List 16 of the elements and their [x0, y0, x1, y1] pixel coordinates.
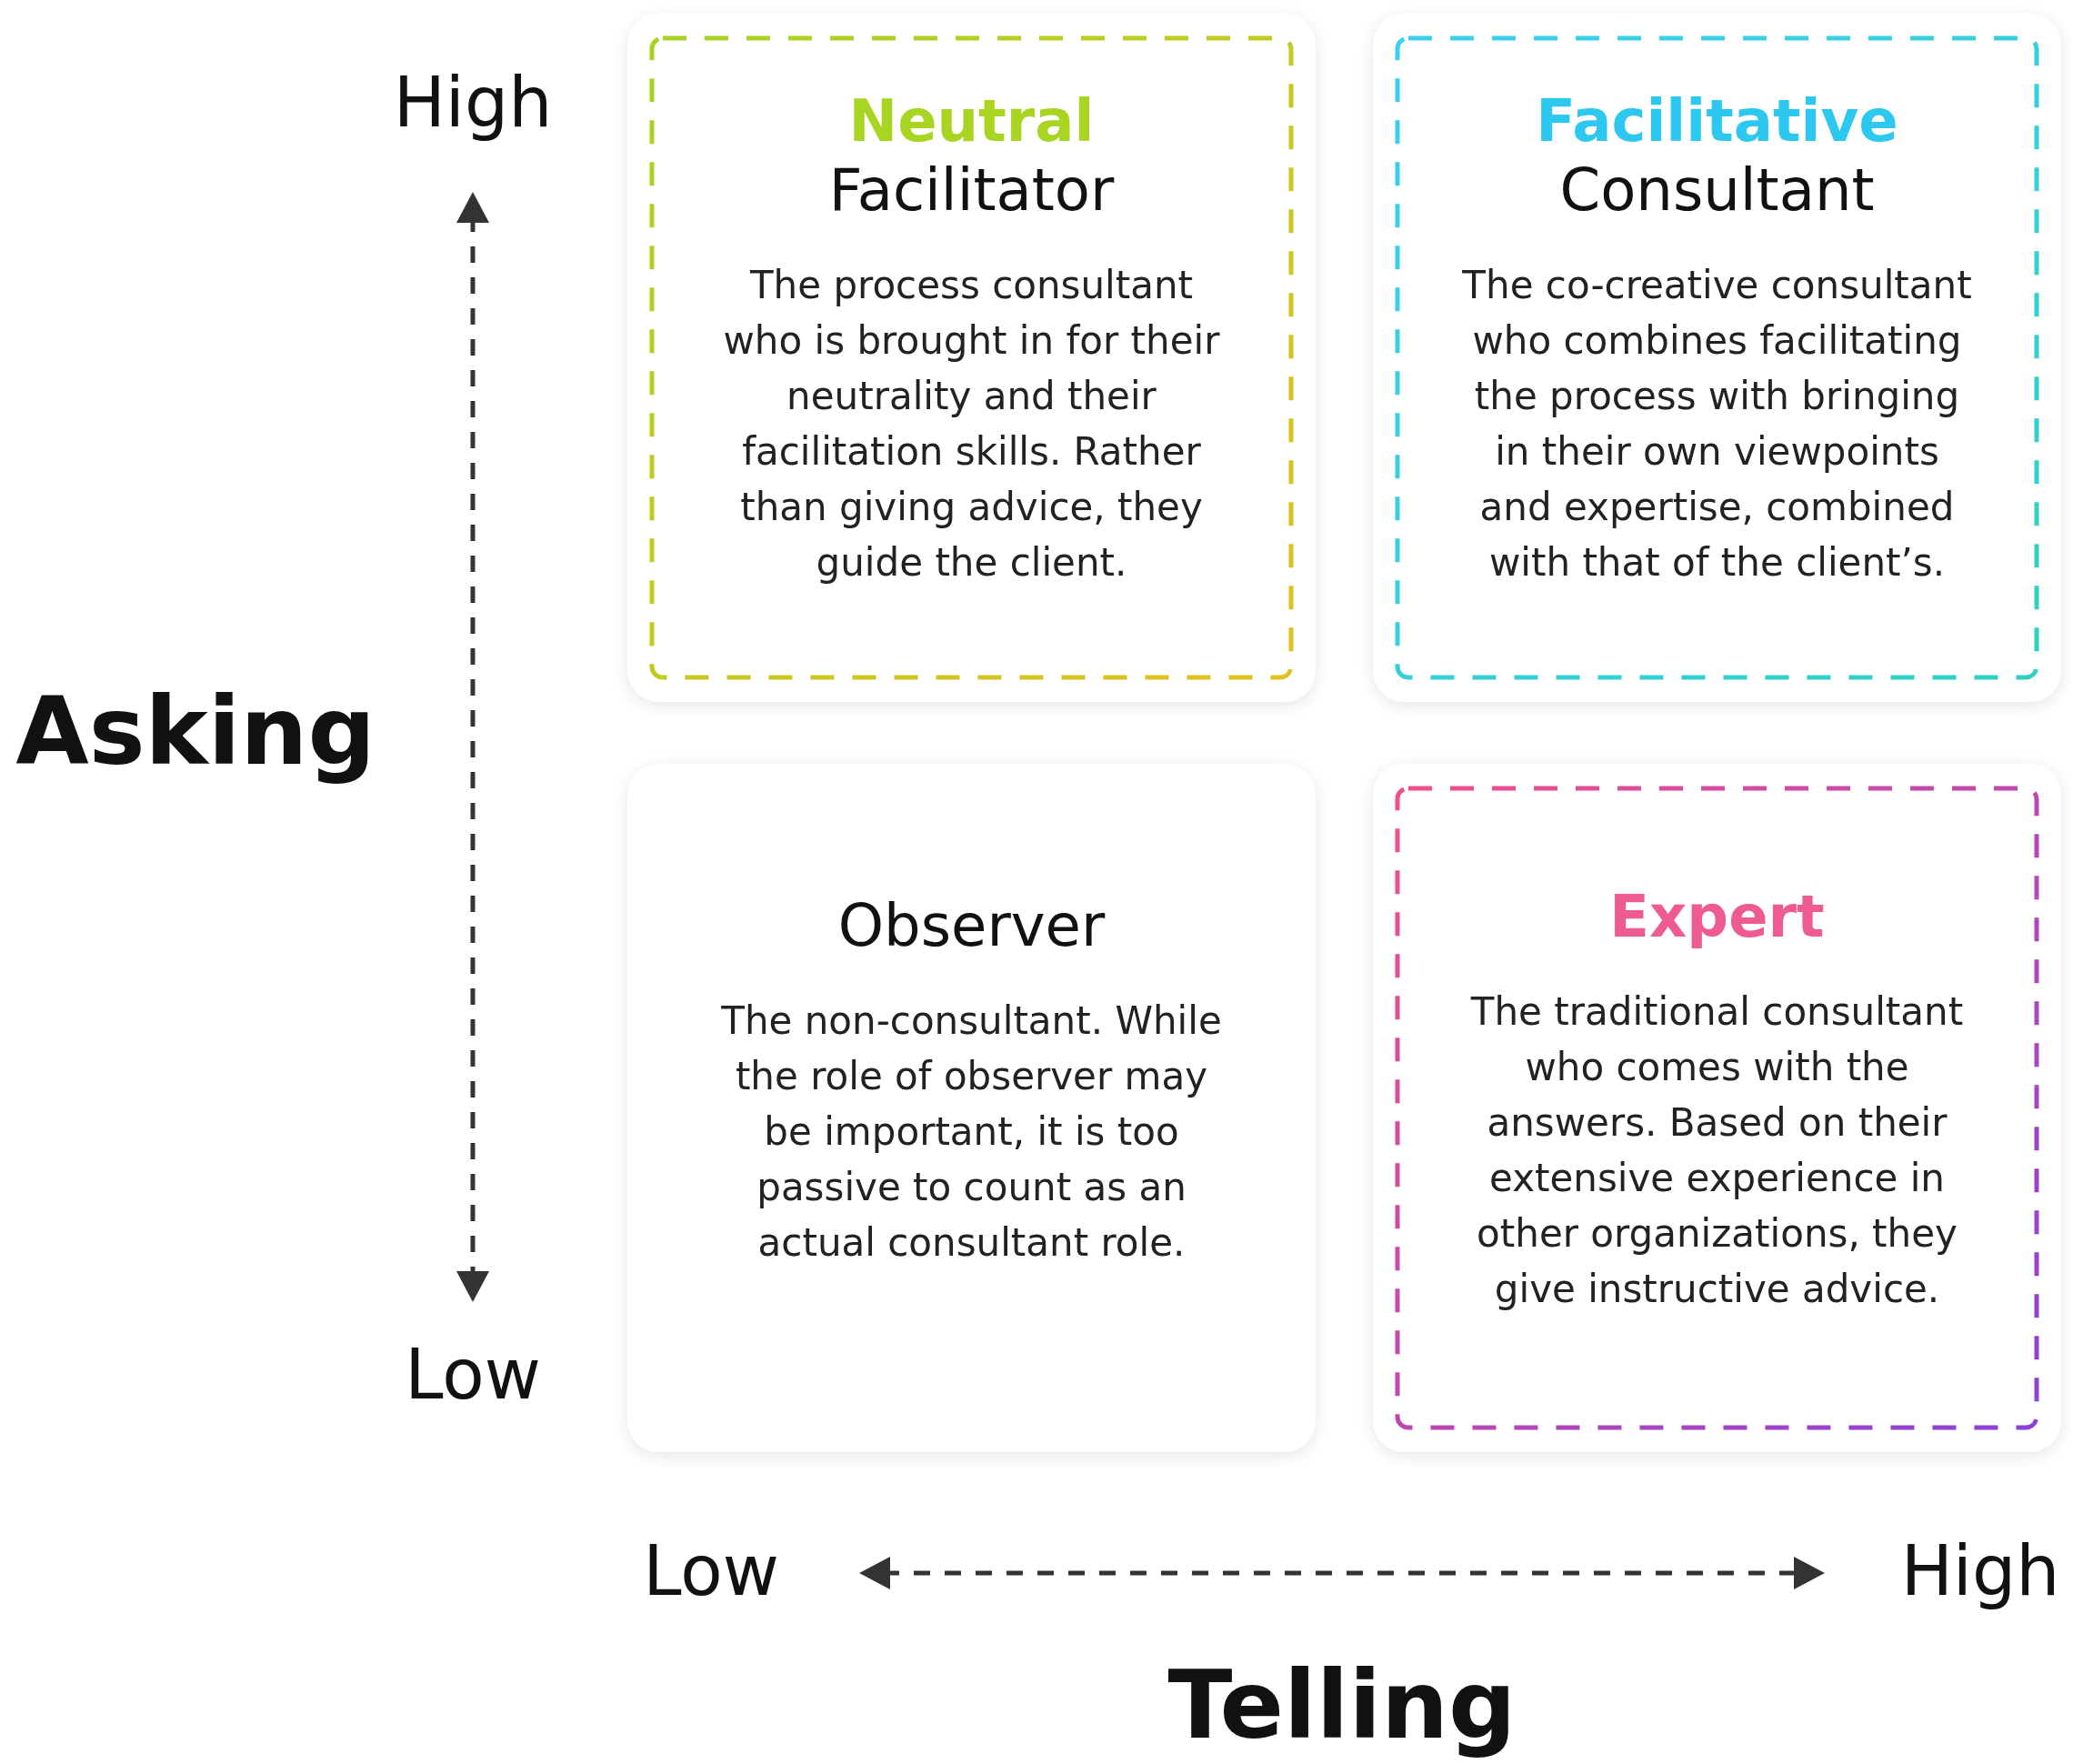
axis-title: Asking — [15, 677, 376, 787]
axis-end-label: Low — [643, 1531, 779, 1611]
quadrant-title: Consultant — [1559, 155, 1875, 225]
quadrant-title: Observer — [837, 891, 1106, 960]
quadrant-title: Neutral — [848, 86, 1095, 155]
quadrant-title: Facilitative — [1536, 86, 1898, 155]
quadrant-description: The traditional consultant who comes with the answers. Based on their extensive experience in other organizations, they give instructive advice. — [1469, 988, 1965, 1313]
axis-end-label: Low — [405, 1335, 541, 1415]
quadrant-title: Expert — [1609, 882, 1825, 951]
quadrant-description: The co-creative consultant who combines facilitating the process with bringing in their own viewpoints and expertise, combined with that of the client’s. — [1461, 262, 1973, 586]
quadrant-description: The process consultant who is brought in for their neutrality and their facilitation skills. Rather than giving advice, they guide the client. — [722, 262, 1221, 586]
axis-end-label: High — [1900, 1531, 2060, 1611]
axis-title: Telling — [1167, 1651, 1517, 1760]
quadrant-description: The non-consultant. While the role of observer may be important, it is too passive to count as an actual consultant role. — [720, 997, 1223, 1267]
quadrant-title: Facilitator — [828, 155, 1115, 225]
axis-end-label: High — [393, 63, 553, 143]
